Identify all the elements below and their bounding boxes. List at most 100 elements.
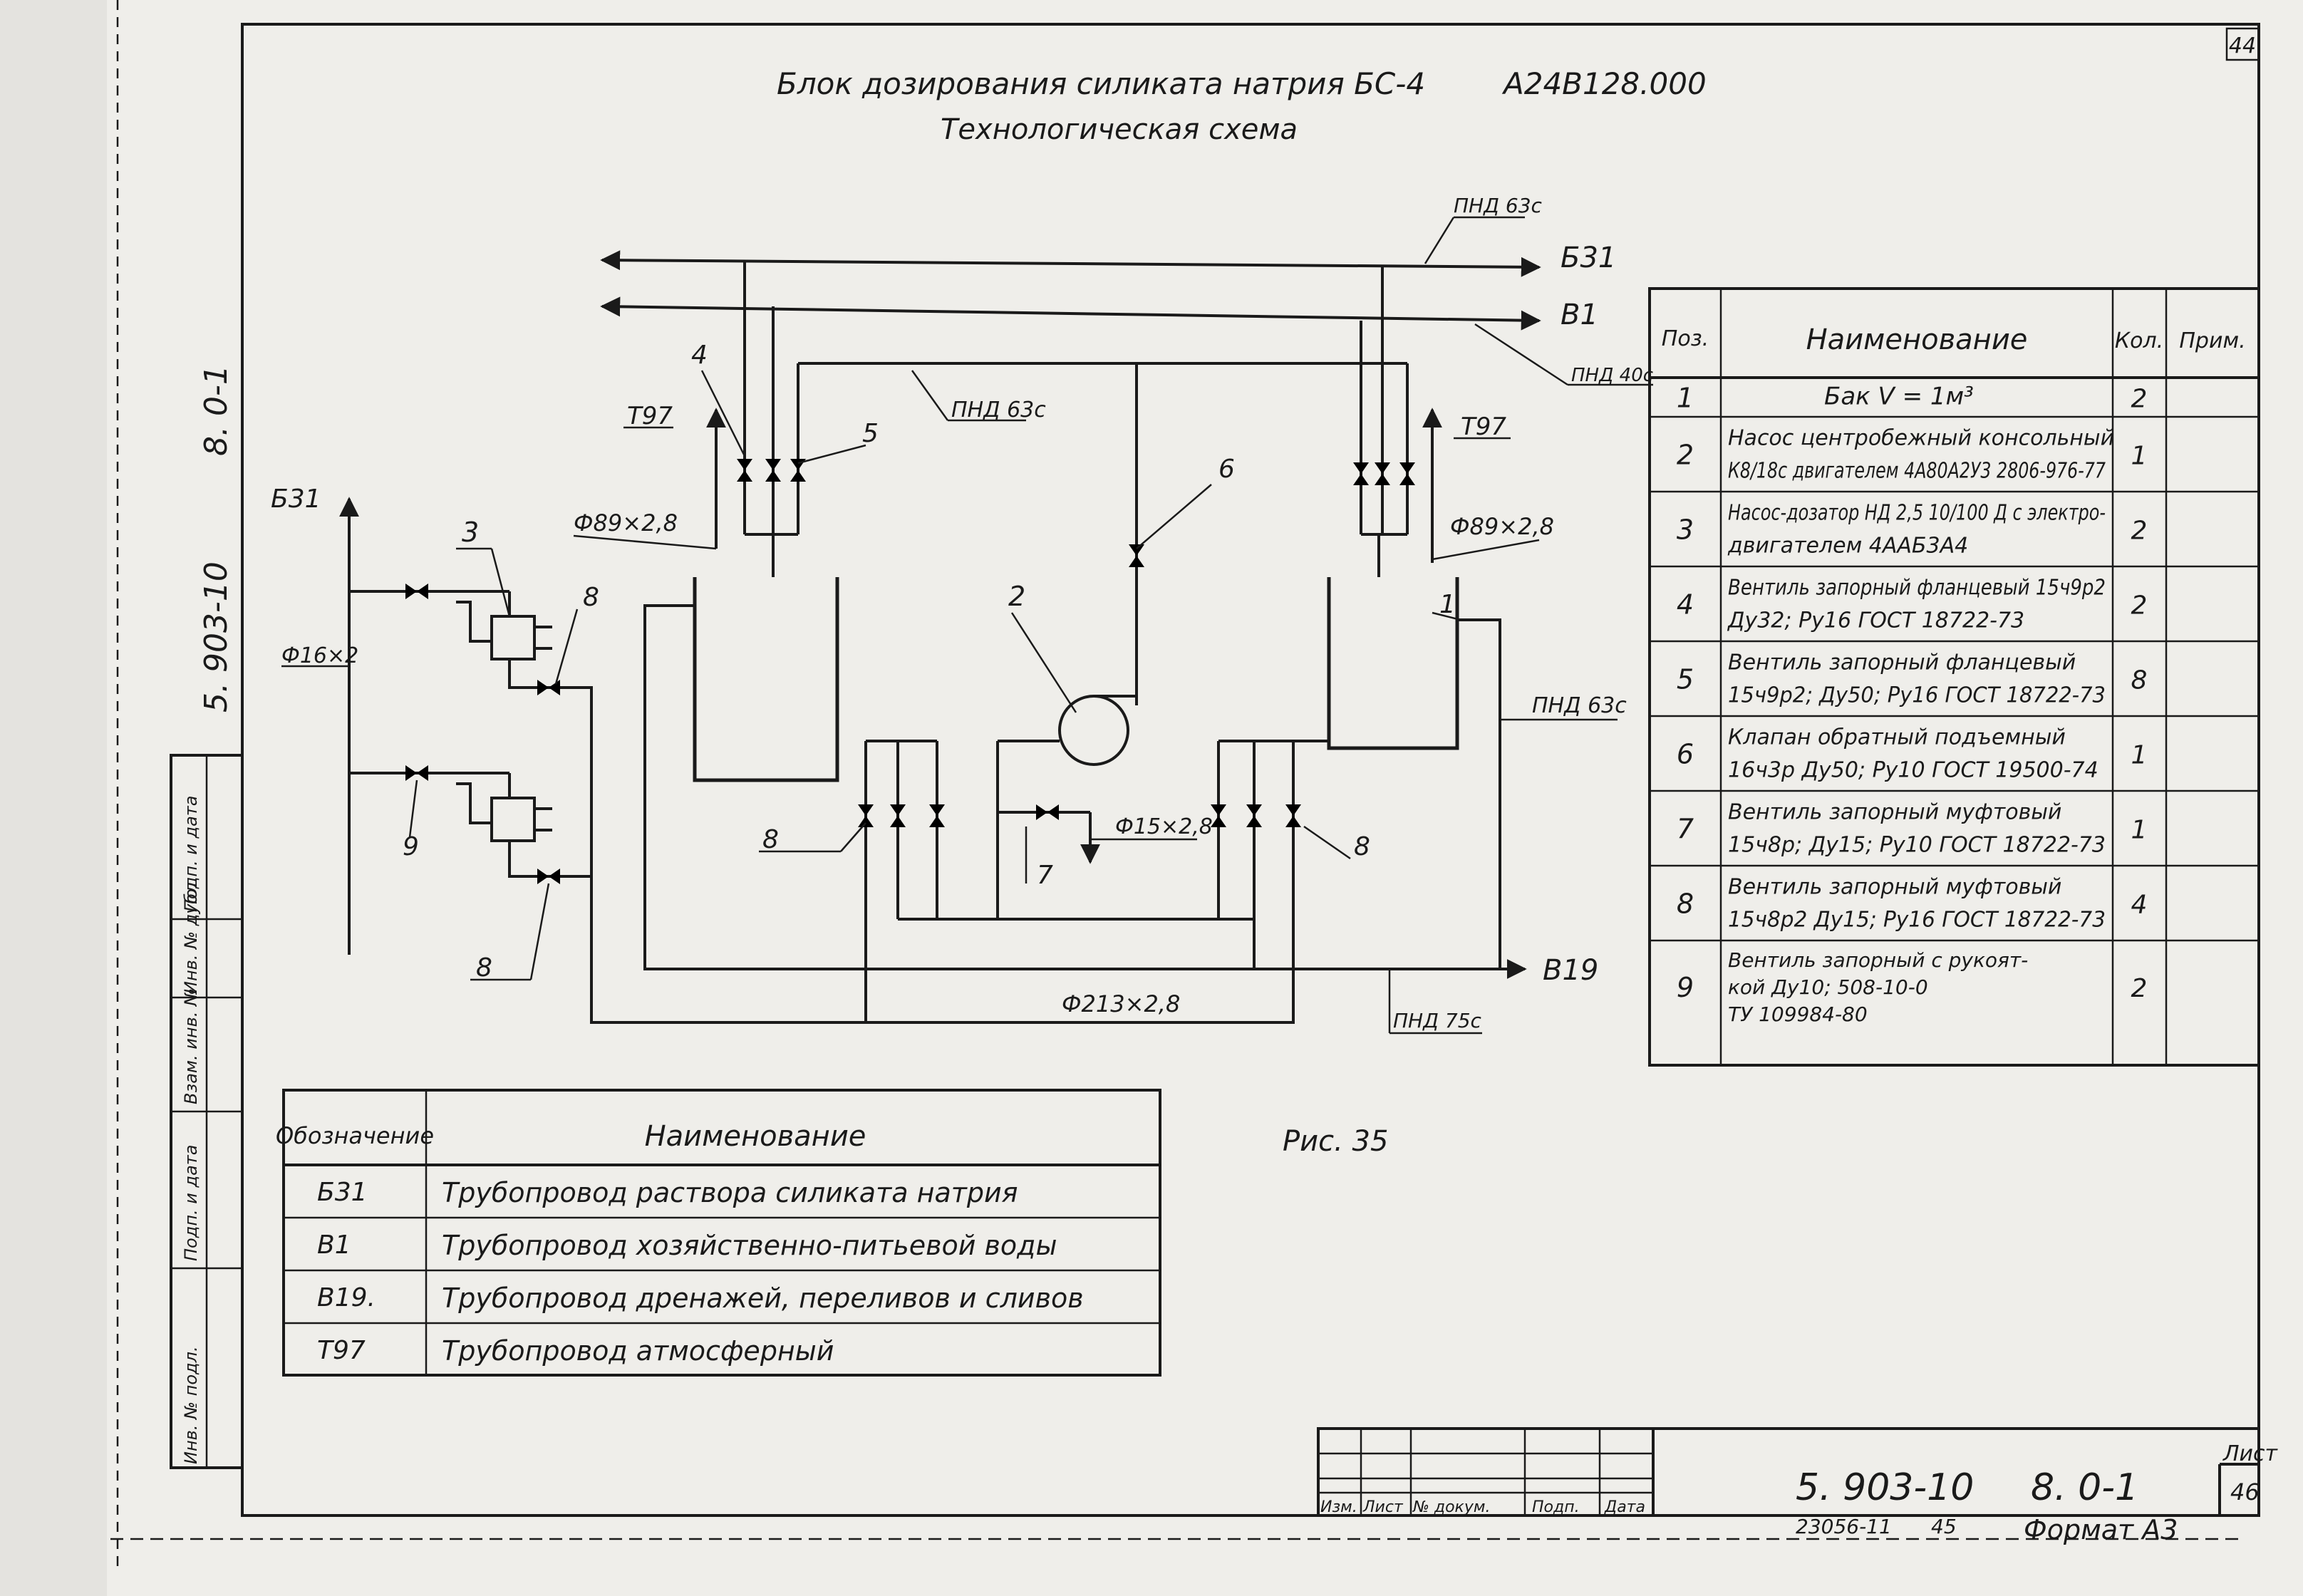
- spec-pos: 8: [1677, 888, 1694, 920]
- callout-8c: 8: [1354, 832, 1370, 861]
- tb-sheet-code: 8. 0-1: [2031, 1466, 2138, 1509]
- spec-qty: 2: [2131, 517, 2148, 546]
- drawing-title: Блок дозирования силиката натрия БС-4: [777, 66, 1425, 101]
- spec-pos: 5: [1677, 664, 1694, 695]
- legend-code: Б31: [317, 1178, 368, 1207]
- stamp-col-2: Подп. и дата: [181, 1145, 201, 1262]
- tb-change-col-3: № докум.: [1412, 1498, 1490, 1516]
- margin-doc-code: 5. 903-10: [198, 561, 234, 712]
- spec-name-line: К8/18с двигателем 4А80А2У3 2806-976-77: [1728, 459, 2106, 484]
- callout-4: 4: [691, 341, 708, 370]
- spec-pos: 9: [1677, 972, 1694, 1003]
- callout-2: 2: [1008, 581, 1025, 612]
- spec-name-line: Бак V = 1м³: [1824, 383, 1974, 411]
- spec-pos: 7: [1677, 814, 1694, 845]
- callout-6: 6: [1218, 455, 1235, 484]
- legend-name: Трубопровод дренажей, переливов и сливов: [442, 1282, 1084, 1314]
- archive-number: 23056-11: [1796, 1515, 1892, 1538]
- margin-stamp: Инв. № подл. Подп. и дата Взам. инв. № И…: [170, 754, 244, 1469]
- tb-change-col-5: Дата: [1604, 1498, 1645, 1516]
- legend-row: Т97 Трубопровод атмосферный: [317, 1335, 834, 1367]
- legend-code: Т97: [317, 1336, 366, 1365]
- spec-pos: 6: [1677, 739, 1694, 770]
- spec-qty: 4: [2131, 891, 2148, 920]
- label-b31-left: Б31: [271, 484, 321, 514]
- header-b31: [600, 250, 1541, 277]
- spec-pos: 2: [1677, 440, 1694, 471]
- spec-qty: 1: [2131, 741, 2148, 770]
- dim-pnd63c-mid: ПНД 63с: [951, 398, 1046, 423]
- callout-3: 3: [462, 517, 479, 548]
- spec-header-pos: Поз.: [1662, 326, 1709, 351]
- spec-name-line: кой Ду10; 508-10-0: [1728, 975, 1928, 999]
- dim-pnd63c-top: ПНД 63с: [1454, 194, 1543, 217]
- spec-qty: 1: [2131, 442, 2148, 471]
- format-label: Формат А3: [2024, 1514, 2178, 1545]
- spec-name-line: 15ч8р2 Ду15; Ру16 ГОСТ 18722-73: [1728, 908, 2106, 933]
- spec-pos: 4: [1677, 589, 1694, 621]
- spec-name-line: 16ч3р Ду50; Ру10 ГОСТ 19500-74: [1728, 758, 2098, 783]
- spec-pos: 3: [1677, 514, 1694, 546]
- label-b19: В19: [1543, 954, 1598, 987]
- margin-sheet-code: 8. 0-1: [198, 365, 234, 456]
- spec-header-qty: Кол.: [2115, 328, 2163, 353]
- callout-8d: 8: [476, 953, 492, 983]
- spec-qty: 8: [2131, 666, 2148, 695]
- spec-name-line: Ду32; Ру16 ГОСТ 18722-73: [1727, 608, 2024, 633]
- spec-name-line: двигателем 4ААБ3А4: [1727, 534, 1968, 559]
- spec-name-line: 15ч9р2; Ду50; Ру16 ГОСТ 18722-73: [1728, 683, 2106, 708]
- legend-header-code: Обозначение: [276, 1122, 434, 1149]
- legend-header-name: Наименование: [645, 1120, 866, 1153]
- label-t97-right: Т97: [1461, 413, 1506, 441]
- callout-8b: 8: [762, 825, 779, 854]
- spec-name-line: Вентиль запорный фланцевый: [1728, 651, 2076, 675]
- callout-9: 9: [403, 832, 419, 861]
- tb-change-col-2: Лист: [1362, 1498, 1404, 1516]
- tank-right: [1327, 577, 1459, 750]
- page-number: 44: [2229, 33, 2256, 58]
- tb-change-col-1: Изм.: [1320, 1498, 1357, 1516]
- spec-name-line: Вентиль запорный с рукоят-: [1728, 948, 2028, 972]
- spec-row: 4 Вентиль запорный фланцевый 15ч9р2Ду32; …: [1650, 576, 2259, 643]
- spec-row: 9 Вентиль запорный с рукоят-кой Ду10; 508…: [1677, 948, 2148, 1026]
- archive-sheet: 45: [1931, 1515, 1957, 1538]
- spec-name-line: Клапан обратный подъемный: [1728, 725, 2066, 750]
- spec-name-line: Вентиль запорный муфтовый: [1728, 800, 2061, 825]
- label-b31-top: Б31: [1561, 242, 1616, 274]
- stamp-col-3: Взам. инв. №: [181, 988, 201, 1104]
- label-t97-left: Т97: [627, 402, 673, 430]
- callout-7: 7: [1037, 861, 1053, 890]
- spec-row: 6 Клапан обратный подъемный 16ч3р Ду50; Ру…: [1650, 725, 2259, 792]
- spec-qty: 2: [2131, 591, 2148, 621]
- spec-header-note: Прим.: [2179, 328, 2245, 353]
- spec-row: 5 Вентиль запорный фланцевый 15ч9р2; Ду50;…: [1650, 651, 2259, 717]
- spec-qty: 2: [2131, 974, 2148, 1003]
- dim-pnd75c: ПНД 75с: [1393, 1009, 1482, 1032]
- spec-row: 7 Вентиль запорный муфтовый 15ч8р; Ду15; Р…: [1650, 800, 2259, 867]
- legend-row: В19.Трубопровод дренажей, переливов и сл…: [284, 1282, 1160, 1325]
- title-block: Изм. Лист № докум. Подп. Дата 5. 903-10 …: [1317, 1427, 2279, 1545]
- stamp-col-1: Инв. № подл.: [181, 1346, 201, 1464]
- callout-8a: 8: [583, 583, 599, 612]
- dim-phi16: Ф16×2: [281, 643, 358, 668]
- stamp-col-5: Подп. и дата: [181, 796, 201, 913]
- paper: [107, 0, 2303, 1596]
- legend-name: Трубопровод атмосферный: [442, 1335, 834, 1367]
- callout-1: 1: [1439, 590, 1456, 619]
- drawing-code: А24В128.000: [1501, 66, 1707, 101]
- dim-pnd63c-right: ПНД 63с: [1532, 693, 1627, 718]
- figure-caption: Рис. 35: [1283, 1125, 1388, 1158]
- spec-name-line: 15ч8р; Ду15; Ру10 ГОСТ 18722-73: [1728, 833, 2106, 858]
- spec-name-line: Вентиль запорный фланцевый 15ч9р2: [1728, 576, 2106, 601]
- tank-left: [693, 577, 839, 782]
- dim-phi89-right: Ф89×2,8: [1450, 513, 1554, 540]
- spec-qty: 2: [2131, 385, 2148, 414]
- legend-code: В1: [317, 1230, 351, 1260]
- drawing-subtitle: Технологическая схема: [941, 113, 1298, 146]
